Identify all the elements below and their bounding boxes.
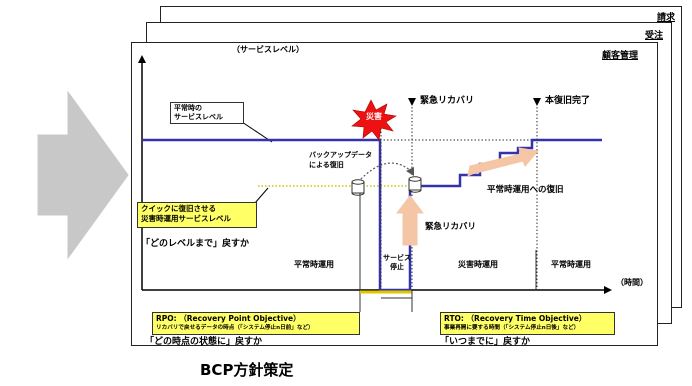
phase-stop: サービス 停止 <box>383 254 411 271</box>
emergency-marker-icon <box>408 98 416 106</box>
rto-title: RTO: （Recovery Time Objective） <box>444 314 587 323</box>
by-when-label: 「いつまでに」戻すか <box>440 337 531 347</box>
backup-curve-arrow <box>357 162 413 183</box>
return-normal-arrow-icon <box>467 147 539 177</box>
quick-box-pointer <box>254 187 269 204</box>
quick-restore-box: クイックに復旧させる 災害時運用サービスレベル <box>137 202 257 228</box>
x-axis-arrowhead <box>604 286 612 294</box>
which-level-label: 「どのレベルまで」戻すか <box>141 239 250 249</box>
emergency-up-arrow-icon <box>395 195 425 246</box>
footer-title: BCP方針策定 <box>200 361 294 379</box>
y-axis-arrowhead <box>138 55 146 63</box>
restored-cylinder-icon <box>408 176 422 193</box>
return-to-normal-label: 平常時運用への復旧 <box>487 185 564 195</box>
big-arrow-icon <box>37 90 129 260</box>
rto-box: RTO: （Recovery Time Objective） 事業再開に要する時… <box>440 312 615 335</box>
full-recovery-marker-icon <box>533 98 541 106</box>
phase-disaster: 災害時運用 <box>458 260 498 269</box>
emergency-recovery-arrow-label: 緊急リカバリ <box>425 222 477 232</box>
rpo-box: RPO: （Recovery Point Objective） リカバリで戻せる… <box>152 312 360 335</box>
rpo-description: リカバリで戻せるデータの時点（「システム停止n日前」など） <box>156 325 314 331</box>
disaster-label: 災害 <box>366 112 382 121</box>
page-label-customer: 顧客管理 <box>602 51 639 61</box>
full-recovery-label: 本復旧完了 <box>545 96 591 106</box>
page-label-billing: 請求 <box>657 13 676 23</box>
rpo-title: RPO: （Recovery Point Objective） <box>156 314 301 323</box>
x-axis-label: （時間） <box>616 278 648 287</box>
rto-description: 事業再開に要する時間（「システム停止n日後」など） <box>444 325 580 331</box>
backup-cylinder-icon <box>351 179 365 196</box>
phase-normal-2: 平常時運用 <box>551 260 591 269</box>
page-label-orders: 受注 <box>645 31 664 41</box>
normal-level-pointer <box>241 121 273 143</box>
page-front <box>131 42 658 346</box>
y-axis-label: （サービスレベル） <box>232 45 304 54</box>
disaster-burst-icon <box>351 99 397 141</box>
which-point-label: 「どの時点の状態に」戻すか <box>145 337 263 347</box>
backup-restore-label: バックアップデータ による復旧 <box>309 151 372 169</box>
phase-normal-1: 平常時運用 <box>294 260 334 269</box>
emergency-recovery-label: 緊急リカバリ <box>420 96 475 106</box>
backup-curve-arrowhead <box>406 167 414 176</box>
normal-level-label: 平常時の サービスレベル <box>170 102 244 124</box>
